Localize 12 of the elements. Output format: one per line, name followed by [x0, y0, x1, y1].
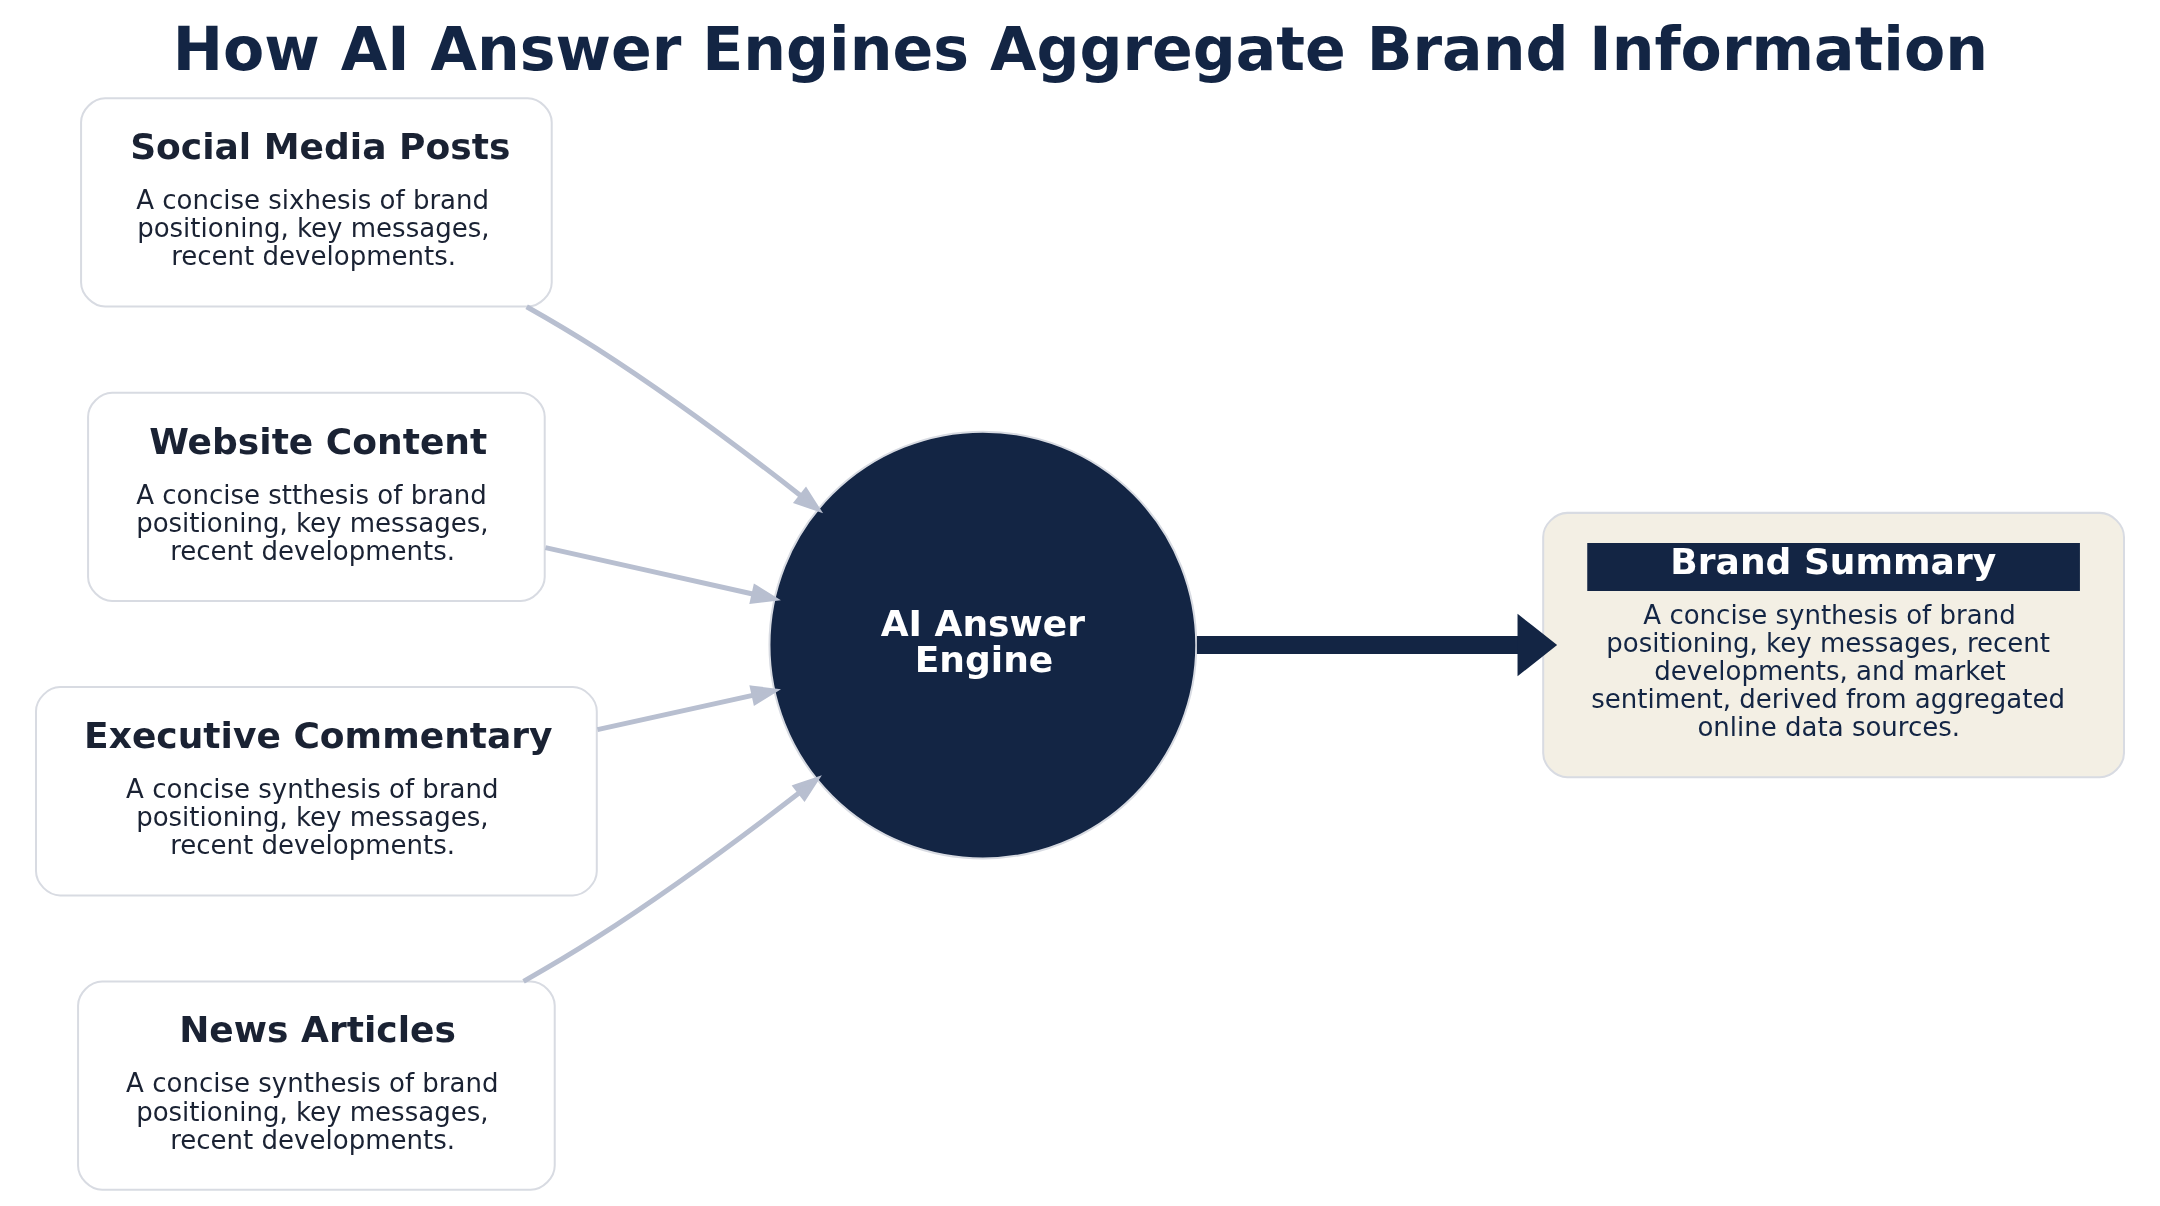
node-box: Brand Summary A concise synthesis of brand positioning, key messages, recent developments, and market sentiment, derived from aggregated online data sources.: [1542, 511, 2125, 779]
node-box: Executive Commentary A concise synthesis of brand positioning, key messages, recent developments.: [35, 686, 598, 897]
node-box: Social Media Posts A concise sixhesis of brand positioning, key messages, recent developments.: [80, 97, 553, 308]
node-circle: AI Answer Engine: [768, 430, 1198, 860]
arrow: [544, 545, 781, 605]
arrow: [1196, 613, 1558, 677]
arrow: [522, 775, 822, 984]
arrow: [525, 304, 824, 514]
node-box: News Articles A concise synthesis of brand positioning, key messages, recent developments.: [77, 980, 556, 1191]
arrow: [596, 685, 782, 733]
node-box: Website Content A concise stthesis of brand positioning, key messages, recent developments.: [87, 391, 546, 602]
diagram-title: How AI Answer Engines Aggregate Brand Information: [172, 14, 1989, 85]
